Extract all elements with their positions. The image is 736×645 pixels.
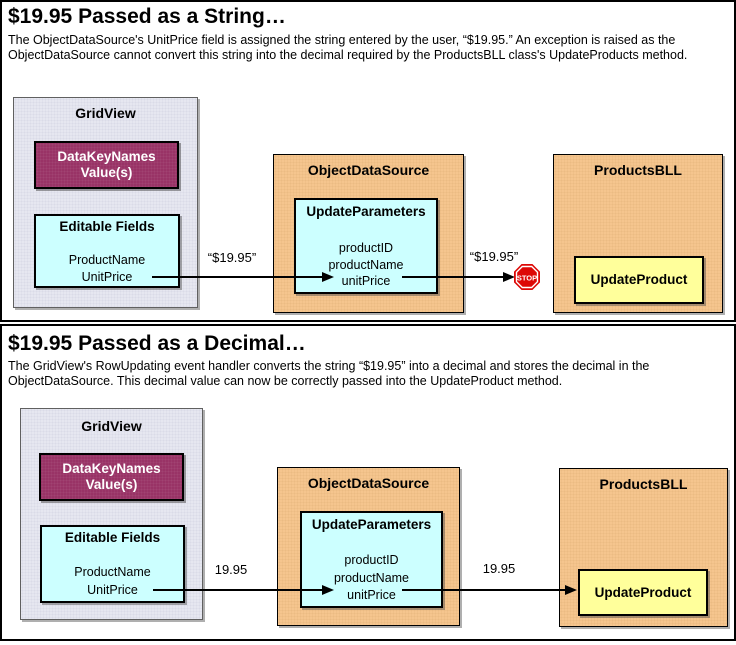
page-title: $19.95 Passed as a String… [8,5,286,28]
param-productname: productName [333,570,410,585]
arrow-label: “$19.95” [469,249,519,264]
updateparameters-list: productID productName unitPrice [302,552,441,605]
editable-fields-box: Editable Fields ProductName UnitPrice [40,525,185,603]
objectdatasource-box: ObjectDataSource UpdateParameters produc… [277,467,460,626]
arrow-line [402,276,505,278]
gridview-box: GridView DataKeyNames Value(s) Editable … [20,408,203,620]
panel-decimal: $19.95 Passed as a Decimal… The GridView… [0,324,736,641]
panel-description: The ObjectDataSource's UnitPrice field i… [8,33,688,62]
editable-fields-title: Editable Fields [64,530,161,545]
stop-icon-label: STOP [517,274,537,283]
updateparameters-title: UpdateParameters [311,517,432,532]
panel-string: $19.95 Passed as a String… The ObjectDat… [0,0,736,322]
arrowhead-icon [322,585,334,595]
arrowhead-icon [503,272,515,282]
page-title: $19.95 Passed as a Decimal… [8,332,306,355]
arrow-line [152,276,322,278]
panel-description: The GridView's RowUpdating event handler… [8,359,650,388]
arrow-label: 19.95 [214,562,248,577]
param-unitprice: unitPrice [347,588,396,602]
productsbll-box: ProductsBLL UpdateProduct [559,468,728,627]
updateproduct-box: UpdateProduct [578,569,708,616]
param-unitprice: unitPrice [341,274,391,288]
datakeynames-line2: Value(s) [80,165,133,180]
editable-fields-box: Editable Fields ProductName UnitPrice [34,214,180,288]
updateparameters-list: productID productName unitPrice [296,240,436,290]
editable-fields-title: Editable Fields [59,219,155,234]
objectdatasource-title: ObjectDataSource [307,475,430,491]
objectdatasource-title: ObjectDataSource [307,162,430,178]
updateparameters-title: UpdateParameters [306,204,426,219]
field-productname: ProductName [68,253,146,267]
gridview-title: GridView [81,418,142,434]
arrow-line [153,589,322,591]
updateparameters-box: UpdateParameters productID productName u… [300,511,443,608]
param-productid: productID [338,241,394,255]
editable-fields-list: ProductName UnitPrice [42,563,183,599]
gridview-title: GridView [75,105,136,121]
datakeynames-line1: DataKeyNames [57,148,156,164]
productsbll-box: ProductsBLL UpdateProduct [553,154,723,313]
arrow-line [402,589,565,591]
field-unitprice: UnitPrice [81,270,133,284]
datakeynames-box: DataKeyNames Value(s) [34,141,179,189]
productsbll-title: ProductsBLL [599,476,688,492]
field-productname: ProductName [74,565,151,579]
arrow-label: 19.95 [482,561,516,576]
field-unitprice: UnitPrice [87,583,138,597]
stop-icon: STOP [514,264,540,290]
editable-fields-list: ProductName UnitPrice [36,252,178,286]
param-productname: productName [328,257,404,272]
objectdatasource-box: ObjectDataSource UpdateParameters produc… [273,154,464,313]
arrowhead-icon [565,585,577,595]
datakeynames-line1: DataKeyNames [62,460,161,476]
productsbll-title: ProductsBLL [594,162,682,178]
arrow-label: “$19.95” [207,250,257,265]
updateproduct-box: UpdateProduct [574,256,704,304]
gridview-box: GridView DataKeyNames Value(s) Editable … [13,97,198,308]
param-productid: productID [344,553,399,567]
arrowhead-icon [322,272,334,282]
updateparameters-box: UpdateParameters productID productName u… [294,198,438,294]
datakeynames-line2: Value(s) [85,477,138,492]
datakeynames-box: DataKeyNames Value(s) [39,453,184,501]
